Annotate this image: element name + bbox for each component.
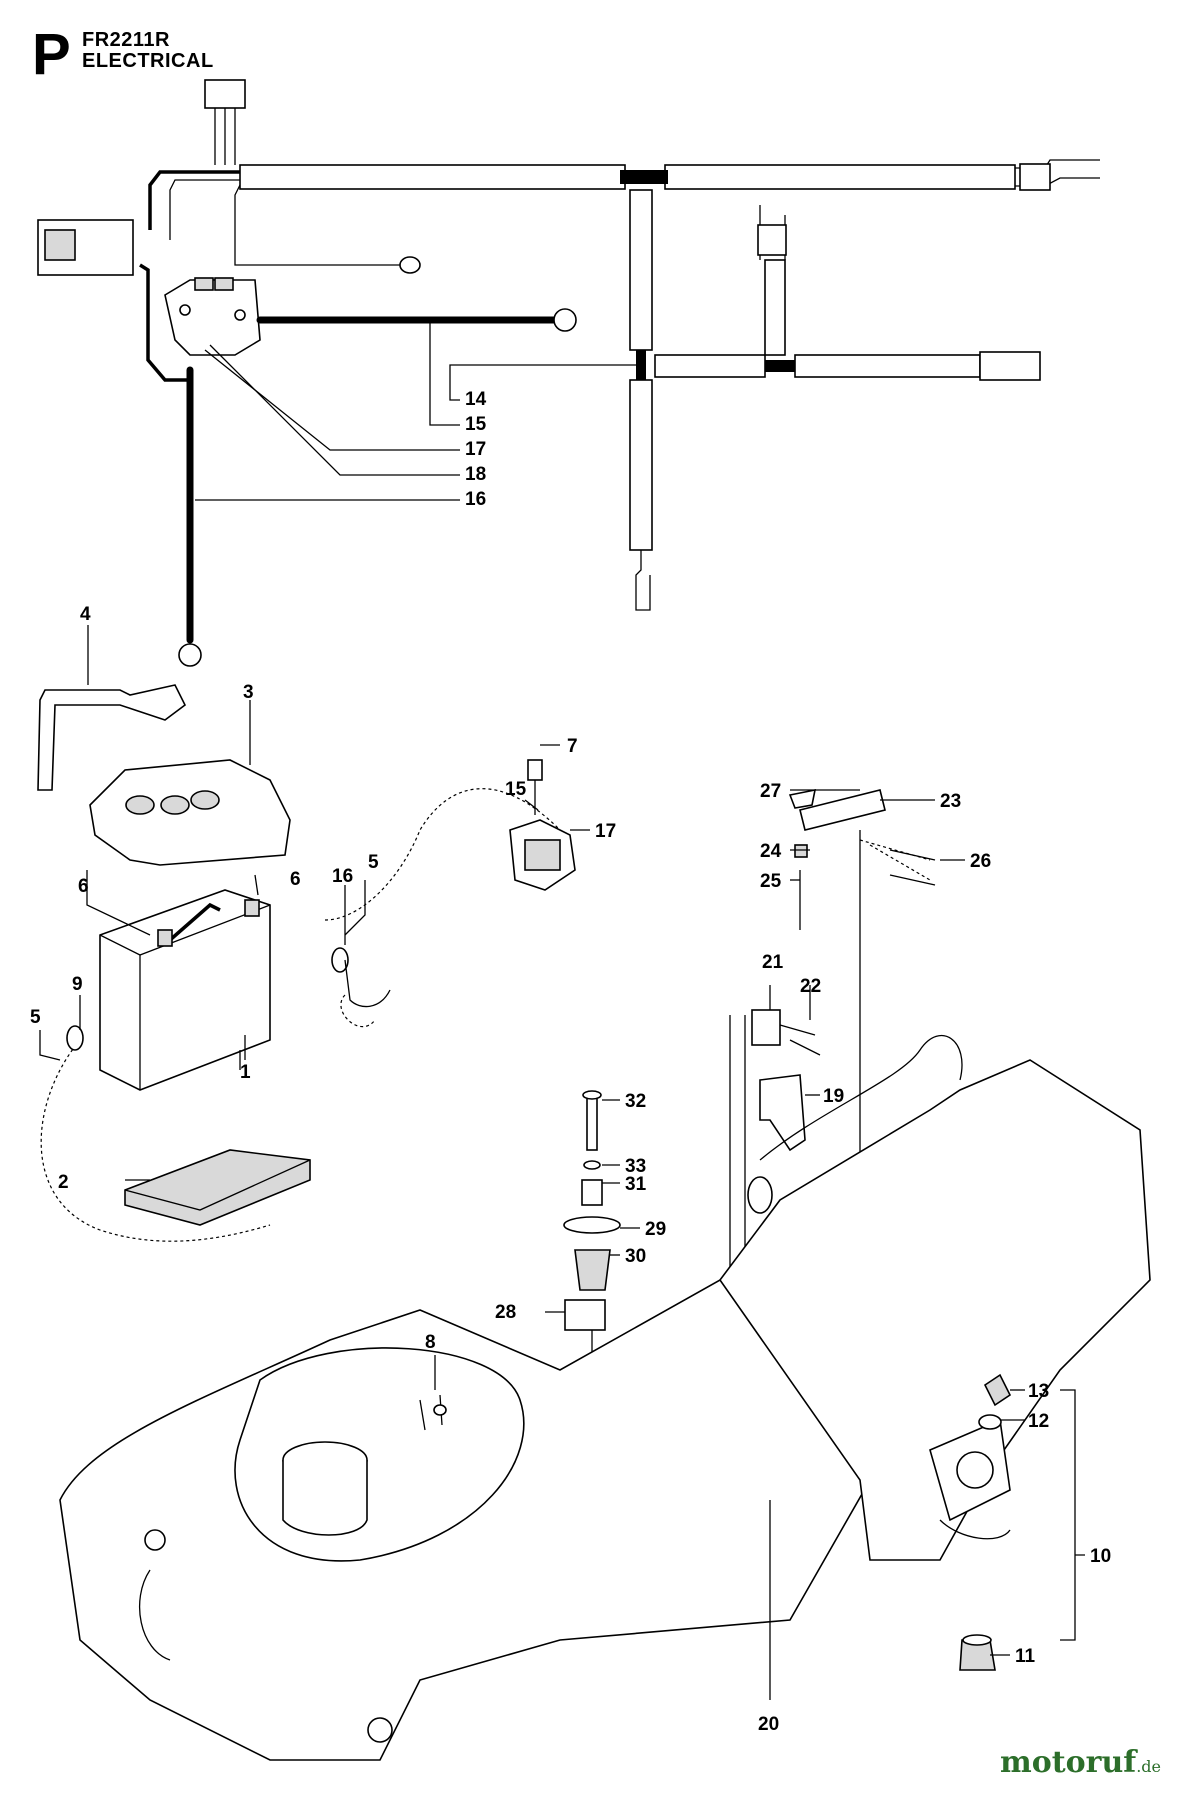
section-letter: P	[32, 22, 71, 87]
callout-4: 4	[80, 604, 91, 625]
battery-tray	[124, 1149, 311, 1226]
callout-8: 8	[425, 1332, 436, 1353]
wiring-harness	[37, 79, 1100, 667]
callout-1: 1	[240, 1062, 251, 1083]
callout-10: 10	[1090, 1546, 1111, 1567]
callout-17: 17	[465, 439, 486, 460]
callout-26: 26	[970, 851, 991, 872]
callout-14: 14	[465, 389, 487, 410]
callout-19: 19	[823, 1086, 844, 1107]
callout-12: 12	[1028, 1411, 1049, 1432]
callout-22: 22	[800, 976, 821, 997]
seat-pivot-stack	[563, 1090, 621, 1370]
callout-13: 13	[1028, 1381, 1049, 1402]
callout-33: 33	[625, 1156, 646, 1177]
harness-main-loom	[239, 159, 1100, 191]
harness-branch	[629, 189, 1041, 611]
callout-15: 15	[505, 779, 527, 800]
callout-6: 6	[78, 876, 89, 897]
callout-16: 16	[332, 866, 353, 887]
callout-16: 16	[465, 489, 486, 510]
solenoid-mount	[509, 759, 576, 891]
callout-labels: 14 15 17 18 16 4 3 7 15 17 27 23 24 26 2…	[30, 389, 1111, 1735]
solenoid	[164, 277, 261, 356]
callout-17: 17	[595, 821, 616, 842]
callout-32: 32	[625, 1091, 646, 1112]
callout-6: 6	[290, 869, 301, 890]
callout-18: 18	[465, 464, 486, 485]
callout-29: 29	[645, 1219, 666, 1240]
pto-switch	[729, 1009, 821, 1430]
battery-cover	[89, 700, 291, 866]
callout-31: 31	[625, 1174, 647, 1195]
rubber-mounts	[959, 1373, 1012, 1671]
diagram-heading: FR2211R ELECTRICAL	[82, 30, 214, 72]
callout-23: 23	[940, 791, 961, 812]
section-title: ELECTRICAL	[82, 50, 214, 72]
callout-11: 11	[1015, 1646, 1036, 1667]
callout-27: 27	[760, 781, 781, 802]
callout-7: 7	[567, 736, 578, 757]
callout-20: 20	[758, 1714, 779, 1735]
callout-9: 9	[72, 974, 83, 995]
battery-hold-down	[37, 625, 187, 791]
callout-21: 21	[762, 952, 784, 973]
watermark-logo: motoruf.de	[1000, 1745, 1161, 1780]
callout-5: 5	[368, 852, 379, 873]
callout-2: 2	[58, 1172, 69, 1193]
callout-15: 15	[465, 414, 487, 435]
callout-24: 24	[760, 841, 782, 862]
model-number: FR2211R	[82, 29, 170, 51]
callout-3: 3	[243, 682, 254, 703]
watermark-tld: .de	[1136, 1757, 1161, 1776]
watermark-brand: motoruf	[1000, 1745, 1137, 1780]
callout-30: 30	[625, 1246, 646, 1267]
callout-28: 28	[495, 1302, 516, 1323]
callout-25: 25	[760, 871, 782, 892]
callout-leaders	[39, 744, 1085, 1700]
chassis-frame	[59, 1035, 1151, 1761]
battery	[99, 889, 271, 1091]
callout-5: 5	[30, 1007, 41, 1028]
seat-switch-bracket	[788, 788, 936, 1250]
